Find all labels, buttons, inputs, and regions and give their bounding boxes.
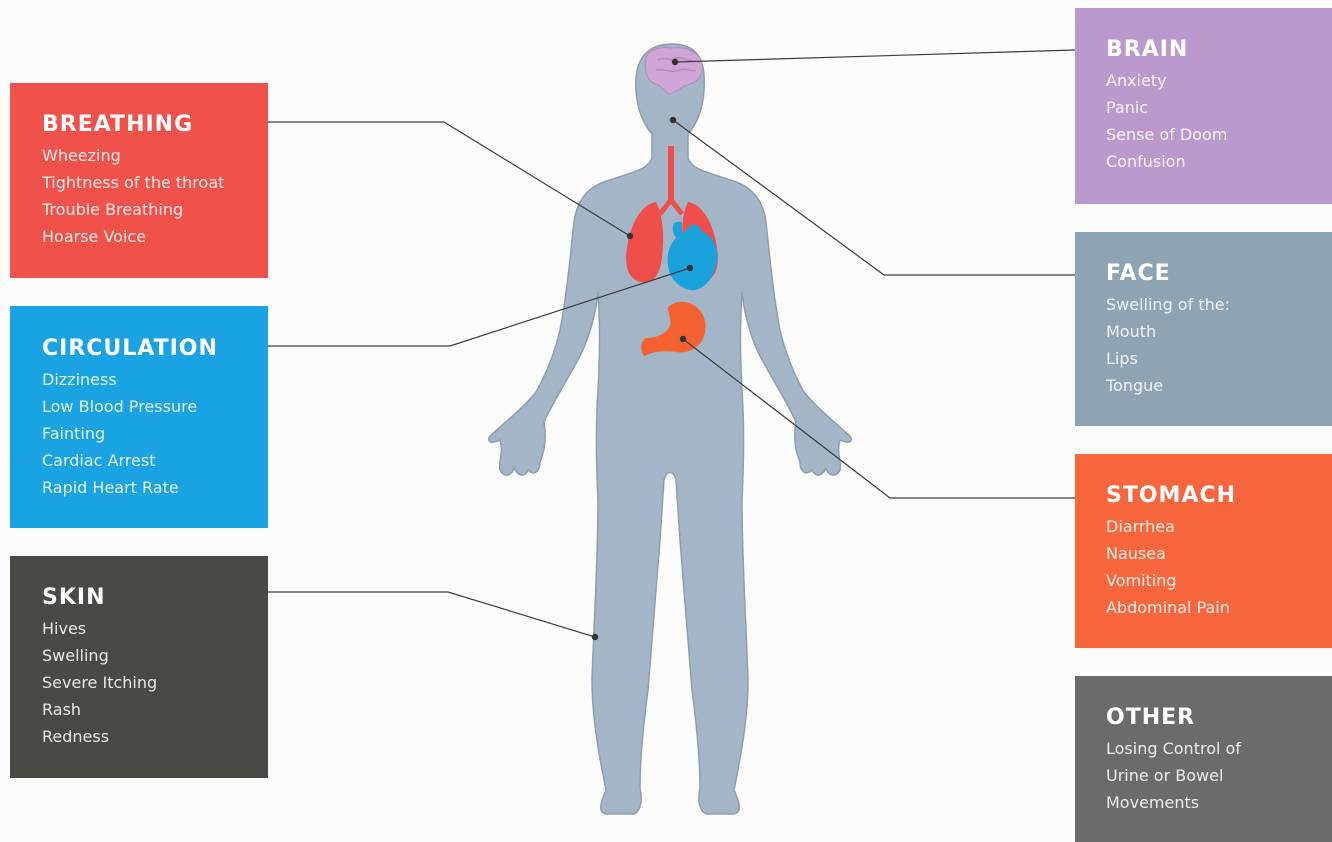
breathing-title: BREATHING [42, 112, 268, 138]
stomach-list: Diarrhea Nausea Vomiting Abdominal Pain [1106, 513, 1332, 621]
list-item: Severe Itching [42, 669, 268, 696]
brain-panel: BRAIN Anxiety Panic Sense of Doom Confus… [1075, 8, 1332, 204]
stomach-title: STOMACH [1106, 483, 1332, 509]
breathing-panel: BREATHING Wheezing Tightness of the thro… [10, 83, 268, 278]
face-panel: FACE Swelling of the: Mouth Lips Tongue [1075, 232, 1332, 426]
other-panel: OTHER Losing Control of Urine or Bowel M… [1075, 676, 1332, 842]
other-title: OTHER [1106, 705, 1332, 731]
list-item: Swelling of the: [1106, 291, 1332, 318]
leader-line-skin [268, 592, 595, 637]
list-item: Trouble Breathing [42, 196, 268, 223]
list-item: Sense of Doom [1106, 121, 1332, 148]
list-item: Redness [42, 723, 268, 750]
list-item: Tightness of the throat [42, 169, 268, 196]
breathing-list: Wheezing Tightness of the throat Trouble… [42, 142, 268, 250]
list-item: Rapid Heart Rate [42, 474, 268, 501]
brain-title: BRAIN [1106, 37, 1332, 63]
stomach-panel: STOMACH Diarrhea Nausea Vomiting Abdomin… [1075, 454, 1332, 648]
skin-panel: SKIN Hives Swelling Severe Itching Rash … [10, 556, 268, 778]
face-title: FACE [1106, 261, 1332, 287]
face-list: Swelling of the: Mouth Lips Tongue [1106, 291, 1332, 399]
list-item: Fainting [42, 420, 268, 447]
list-item: Abdominal Pain [1106, 594, 1332, 621]
other-list: Losing Control of Urine or Bowel Movemen… [1106, 735, 1332, 816]
circulation-title: CIRCULATION [42, 336, 268, 362]
list-item: Losing Control of [1106, 735, 1332, 762]
list-item: Diarrhea [1106, 513, 1332, 540]
list-item: Dizziness [42, 366, 268, 393]
brain-list: Anxiety Panic Sense of Doom Confusion [1106, 67, 1332, 175]
list-item: Movements [1106, 789, 1332, 816]
list-item: Hoarse Voice [42, 223, 268, 250]
list-item: Cardiac Arrest [42, 447, 268, 474]
list-item: Rash [42, 696, 268, 723]
list-item: Mouth [1106, 318, 1332, 345]
skin-list: Hives Swelling Severe Itching Rash Redne… [42, 615, 268, 750]
list-item: Nausea [1106, 540, 1332, 567]
list-item: Tongue [1106, 372, 1332, 399]
list-item: Hives [42, 615, 268, 642]
leader-line-brain [675, 50, 1075, 62]
list-item: Lips [1106, 345, 1332, 372]
list-item: Panic [1106, 94, 1332, 121]
skin-title: SKIN [42, 585, 268, 611]
list-item: Wheezing [42, 142, 268, 169]
list-item: Low Blood Pressure [42, 393, 268, 420]
circulation-list: Dizziness Low Blood Pressure Fainting Ca… [42, 366, 268, 501]
list-item: Anxiety [1106, 67, 1332, 94]
circulation-panel: CIRCULATION Dizziness Low Blood Pressure… [10, 306, 268, 528]
list-item: Confusion [1106, 148, 1332, 175]
list-item: Vomiting [1106, 567, 1332, 594]
list-item: Urine or Bowel [1106, 762, 1332, 789]
list-item: Swelling [42, 642, 268, 669]
